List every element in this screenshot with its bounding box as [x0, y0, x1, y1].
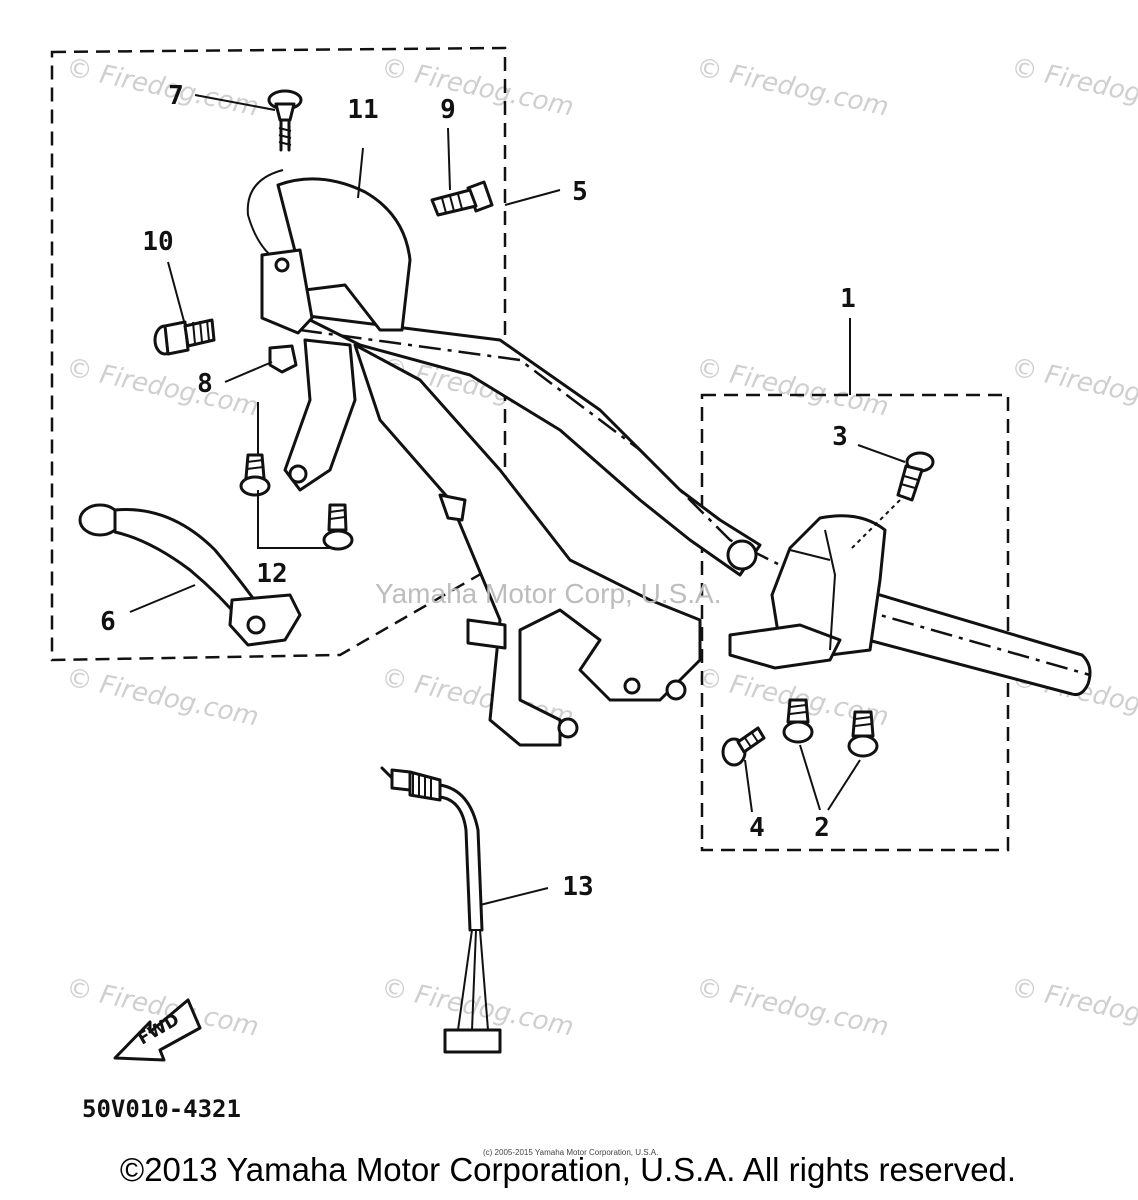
- handlebar-lower-frame: [353, 343, 702, 747]
- callout-label: 9: [440, 95, 456, 125]
- figure-code: 50V010-4321: [82, 1095, 241, 1123]
- watermark: © Firedog.com: [694, 53, 892, 123]
- center-watermark: Yamaha Motor Corp, U.S.A.: [375, 578, 722, 609]
- handlebar-upper-tube: [298, 313, 762, 577]
- part-13-cable: [380, 766, 502, 1054]
- callout-label: 12: [256, 559, 287, 589]
- handlebar-frame: [298, 313, 1092, 747]
- part-9-bolt: [430, 180, 494, 217]
- frame-hole: [623, 677, 641, 695]
- leader-10: [167, 261, 186, 326]
- callout-label: 4: [749, 813, 765, 843]
- watermark: © Firedog.com: [1009, 53, 1138, 123]
- frame-hole: [726, 539, 758, 571]
- watermark: © Firedog.com: [694, 973, 892, 1043]
- callout-label: 7: [168, 81, 184, 111]
- handlebar-switch-assembly: [728, 514, 887, 670]
- lever-arm-hole: [288, 464, 308, 484]
- leader-7: [194, 94, 276, 111]
- leader-3: [857, 444, 906, 463]
- callout-label: 1: [840, 284, 856, 314]
- leader-11: [357, 147, 364, 199]
- watermark-layer: © Firedog.com © Firedog.com © Firedog.co…: [64, 53, 1138, 1043]
- lever-holder-bracket: [276, 177, 412, 332]
- watermark: © Firedog.com: [1009, 353, 1138, 423]
- leader-5: [504, 189, 561, 206]
- right-assembly-box: [700, 393, 1010, 852]
- frame-hole: [557, 717, 579, 739]
- callout-labels: 1 2 3 4 5 6 7 8 9 10 11 12 13: [100, 81, 856, 902]
- callout-label: 5: [572, 177, 588, 207]
- frame-hole: [665, 679, 687, 701]
- part-12-screws: [239, 453, 354, 551]
- leader-2: [799, 744, 861, 811]
- part-3-screw: [849, 451, 935, 551]
- leader-9: [447, 127, 451, 191]
- leader-lines: [129, 94, 906, 906]
- callout-label: 6: [100, 607, 116, 637]
- watermark: © Firedog.com: [64, 663, 262, 733]
- callout-label: 10: [142, 227, 173, 257]
- switch-housing-lower: [728, 623, 842, 670]
- part-6-lever: [78, 503, 302, 647]
- part-2-screws: [782, 698, 879, 758]
- watermark: © Firedog.com: [64, 353, 262, 423]
- leader-12: [257, 490, 335, 549]
- tiny-notice: (c) 2005-2015 Yamaha Motor Corporation, …: [483, 1148, 658, 1157]
- lever-holder-outline: [246, 169, 284, 263]
- part-4-screw: [721, 726, 766, 767]
- callout-label: 3: [832, 422, 848, 452]
- lever-arm: [283, 338, 357, 492]
- pivot-hole: [274, 257, 290, 273]
- copyright-text: ©2013 Yamaha Motor Corporation, U.S.A. A…: [120, 1151, 1016, 1188]
- watermark: © Firedog.com: [694, 353, 892, 423]
- part-8-nut: [268, 344, 298, 374]
- fwd-arrow-icon: [113, 998, 202, 1062]
- watermark: © Firedog.com: [1009, 973, 1138, 1043]
- callout-label: 2: [814, 813, 830, 843]
- frame-tab: [466, 618, 507, 650]
- watermark: © Firedog.com: [64, 53, 262, 123]
- part-10-bolt: [153, 318, 216, 356]
- left-assembly-box: [50, 46, 507, 662]
- lever-pivot-block: [260, 248, 314, 335]
- leader-6: [129, 584, 196, 613]
- callout-label: 13: [562, 872, 593, 902]
- leader-4: [744, 759, 753, 813]
- leader-13: [479, 887, 549, 906]
- callout-label: 8: [197, 369, 213, 399]
- lever-holder-assembly: [246, 169, 412, 492]
- callout-label: 11: [347, 95, 378, 125]
- leader-8: [224, 361, 273, 383]
- watermark: © Firedog.com: [379, 53, 577, 123]
- frame-tab: [438, 493, 467, 522]
- part-7-screw: [267, 89, 303, 152]
